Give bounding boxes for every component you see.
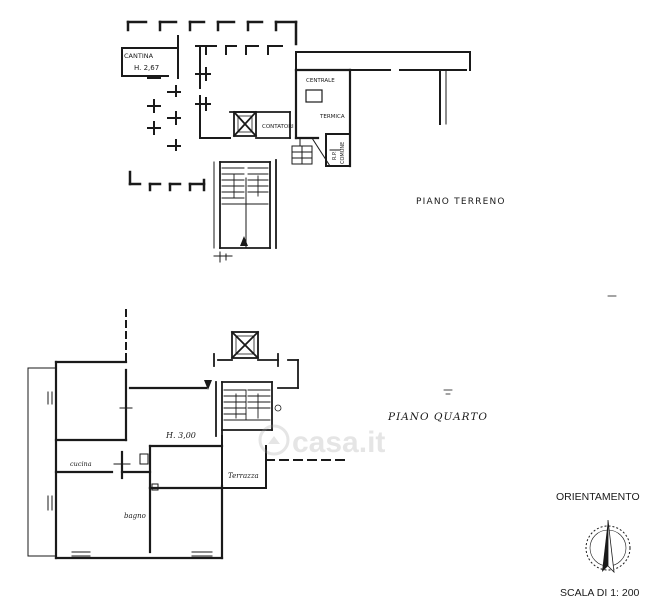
stair-treads-ground	[221, 167, 269, 205]
cellar-height-label: H. 2,67	[134, 64, 159, 72]
cellar-label: CANTINA	[124, 52, 154, 60]
boiler-label-bottom: TERMICA	[319, 114, 345, 120]
terrace-label: Terrazza	[228, 472, 259, 480]
storage-label-2: COMUNE	[340, 142, 346, 164]
kitchen-appliance	[139, 453, 159, 491]
stairwell-fourth	[215, 381, 273, 437]
fourth-floor-outer-walls	[27, 360, 224, 560]
ground-floor-plan: CANTINA H. 2,67	[121, 20, 506, 263]
misc-marks	[274, 295, 617, 412]
kitchen-label: cucina	[70, 460, 92, 468]
north-compass-icon	[585, 519, 631, 574]
watermark: casa.it	[258, 424, 385, 459]
small-stair-ground	[291, 137, 331, 167]
stair-treads-fourth	[223, 389, 271, 421]
entrance-arrow	[240, 236, 248, 246]
entrance-marks	[213, 251, 233, 263]
scale-label: SCALA DI 1: 200	[560, 587, 640, 599]
boiler-label-top: CENTRALE	[306, 78, 335, 84]
ground-floor-top-wall	[126, 20, 298, 46]
storage-room	[325, 133, 351, 167]
stairwell-ground	[213, 159, 277, 249]
entrance-arrow-fourth	[204, 380, 212, 390]
meters-label: CONTATORI	[262, 124, 294, 130]
bathroom-label: bagno	[124, 512, 146, 520]
orientation-label: ORIENTAMENTO	[556, 491, 640, 503]
elevator-shaft-fourth	[213, 330, 299, 389]
terrace	[221, 435, 267, 489]
meters-room	[229, 111, 291, 139]
storage-label-1: R.P.	[332, 151, 338, 160]
ground-floor-inner-walls	[147, 45, 283, 151]
watermark-text: casa.it	[292, 426, 385, 459]
cellar-room	[121, 35, 179, 79]
ground-floor-bottom-wall	[128, 170, 206, 192]
fourth-floor-plan: H. 3,00 cucina Terrazza bagno PIANO QUAR…	[27, 295, 617, 560]
room-height-label: H. 3,00	[165, 431, 196, 440]
elevator-shaft-ground	[232, 110, 258, 138]
orientation-block: ORIENTAMENTO SCALA DI 1: 200	[556, 491, 640, 599]
right-passage	[295, 51, 471, 125]
fourth-floor-window-marks	[47, 391, 213, 557]
fourth-floor-title: PIANO QUARTO	[387, 411, 488, 423]
ground-floor-title: PIANO TERRENO	[416, 197, 506, 207]
